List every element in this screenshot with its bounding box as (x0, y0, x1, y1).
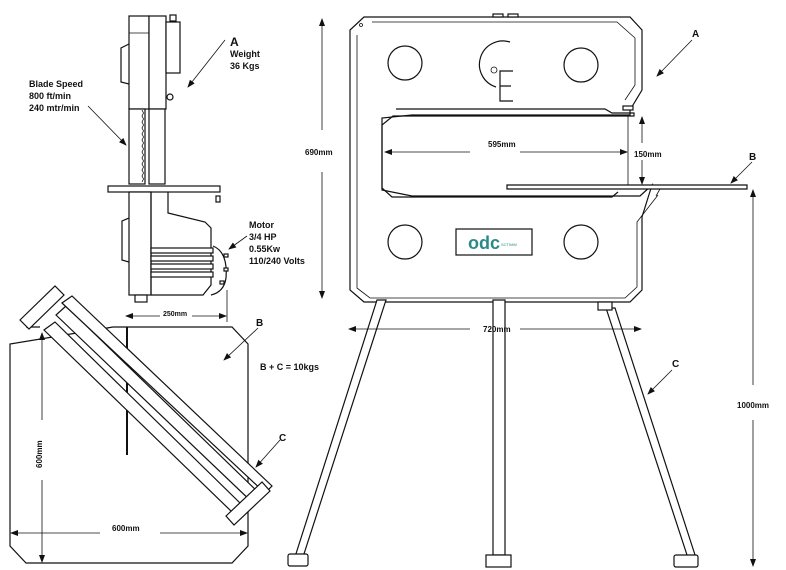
c-leader-front (647, 369, 673, 395)
blade-column (128, 108, 146, 185)
frame-outer (349, 16, 654, 303)
leg-span-dimension: 720mm (483, 325, 511, 334)
blade-teeth (141, 109, 144, 183)
upper-housing-right (148, 15, 167, 110)
combined-weight: B + C = 10kgs (260, 362, 319, 372)
c-leader (255, 439, 281, 468)
motor-hp: 3/4 HP (249, 232, 277, 242)
motor-volts: 110/240 Volts (249, 256, 305, 266)
motor-leader (228, 235, 248, 250)
front-table (506, 184, 748, 190)
throat-dimension: 595mm (488, 140, 516, 149)
window-top-left (387, 45, 423, 81)
front-view: odc SCTIMM (287, 13, 756, 568)
weight-leader (187, 39, 226, 88)
window-bottom-left (387, 224, 423, 260)
motor-title: Motor (249, 220, 274, 230)
packed-height-dimension: 600mm (35, 440, 44, 468)
lower-housing (128, 191, 152, 296)
motor-kw: 0.55Kw (249, 244, 281, 254)
b-leader (223, 327, 259, 361)
logo-text: odc (468, 233, 500, 253)
upper-guard (165, 21, 181, 74)
motor-endcap (210, 245, 227, 296)
foot-middle (485, 554, 512, 568)
label-a-side: A (230, 35, 239, 49)
side-view (87, 14, 248, 322)
packed-width-dimension: 600mm (112, 524, 140, 533)
height-dimension: 690mm (305, 148, 333, 157)
blade-speed-ftmin: 800 ft/min (29, 91, 71, 101)
b-leader-front (730, 161, 753, 184)
depth-dimension: 250mm (163, 311, 187, 318)
upper-housing-left (128, 15, 150, 110)
label-a-front: A (692, 29, 699, 40)
logo-subtext: SCTIMM (501, 242, 517, 247)
blade-speed-leader (87, 105, 127, 146)
front-legs (287, 299, 699, 568)
a-leader (656, 39, 693, 77)
overall-height-dimension: 1000mm (737, 401, 769, 410)
tension-knob (166, 93, 174, 101)
label-c-packed: C (279, 433, 286, 444)
weight-value: 36 Kgs (230, 61, 260, 71)
foot-right (673, 554, 699, 568)
foot-left (287, 553, 309, 567)
motor-fins (150, 247, 214, 278)
weight-label: Weight (230, 49, 260, 59)
side-table (107, 185, 221, 193)
blade-speed-title: Blade Speed (29, 79, 83, 89)
ce-mark (478, 40, 511, 88)
packed-legs (19, 285, 273, 526)
label-b-front: B (749, 152, 756, 163)
window-top-right (563, 47, 599, 83)
cut-height-dimension: 150mm (634, 150, 662, 159)
label-b-packed: B (256, 318, 263, 329)
label-c-front: C (672, 359, 679, 370)
window-bottom-right (563, 224, 599, 260)
blade-speed-mmin: 240 mtr/min (29, 103, 80, 113)
logo-plate (455, 228, 533, 256)
packed-view (9, 285, 281, 564)
